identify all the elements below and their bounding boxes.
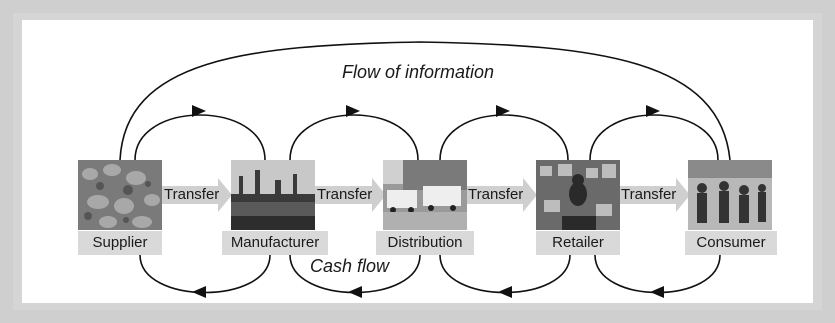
stage-label-retailer: Retailer	[536, 231, 620, 255]
info-flow-label: Flow of information	[342, 62, 495, 82]
top-arrowhead-3	[496, 105, 510, 117]
top-arc-1	[134, 114, 266, 161]
top-arc-3	[439, 114, 569, 161]
transfer-label-4: Transfer	[621, 186, 677, 203]
factory-photo	[231, 160, 315, 230]
top-arc-2	[289, 114, 419, 161]
transfer-arrow-1	[158, 178, 232, 212]
transfer-arrow-2	[312, 178, 386, 212]
transfer-label-2: Transfer	[317, 186, 373, 203]
market-stall-photo	[536, 160, 620, 230]
bottom-arc-4	[594, 254, 721, 294]
info-flow-arc	[119, 41, 731, 161]
stage-label-consumer: Consumer	[685, 231, 777, 255]
top-arrowhead-2	[346, 105, 360, 117]
bottom-arc-3	[439, 254, 571, 294]
transfer-arrow-3	[463, 178, 537, 212]
bottom-arrowhead-1	[192, 286, 206, 298]
stage-label-supplier: Supplier	[78, 231, 162, 255]
transfer-arrow-4	[616, 178, 690, 212]
cash-flow-label: Cash flow	[310, 256, 390, 276]
supplier-photo	[78, 160, 162, 230]
bottom-arrowhead-4	[650, 286, 664, 298]
stage-label-manufacturer: Manufacturer	[222, 231, 328, 255]
bottom-arrowhead-2	[348, 286, 362, 298]
top-arc-4	[589, 114, 719, 161]
top-arrowhead-4	[646, 105, 660, 117]
stage-label-distribution: Distribution	[376, 231, 474, 255]
transfer-label-3: Transfer	[468, 186, 524, 203]
transfer-label-1: Transfer	[164, 186, 220, 203]
top-arrowhead-1	[192, 105, 206, 117]
shoppers-photo	[688, 160, 772, 230]
trucks-photo	[383, 160, 467, 230]
bottom-arrowhead-3	[498, 286, 512, 298]
